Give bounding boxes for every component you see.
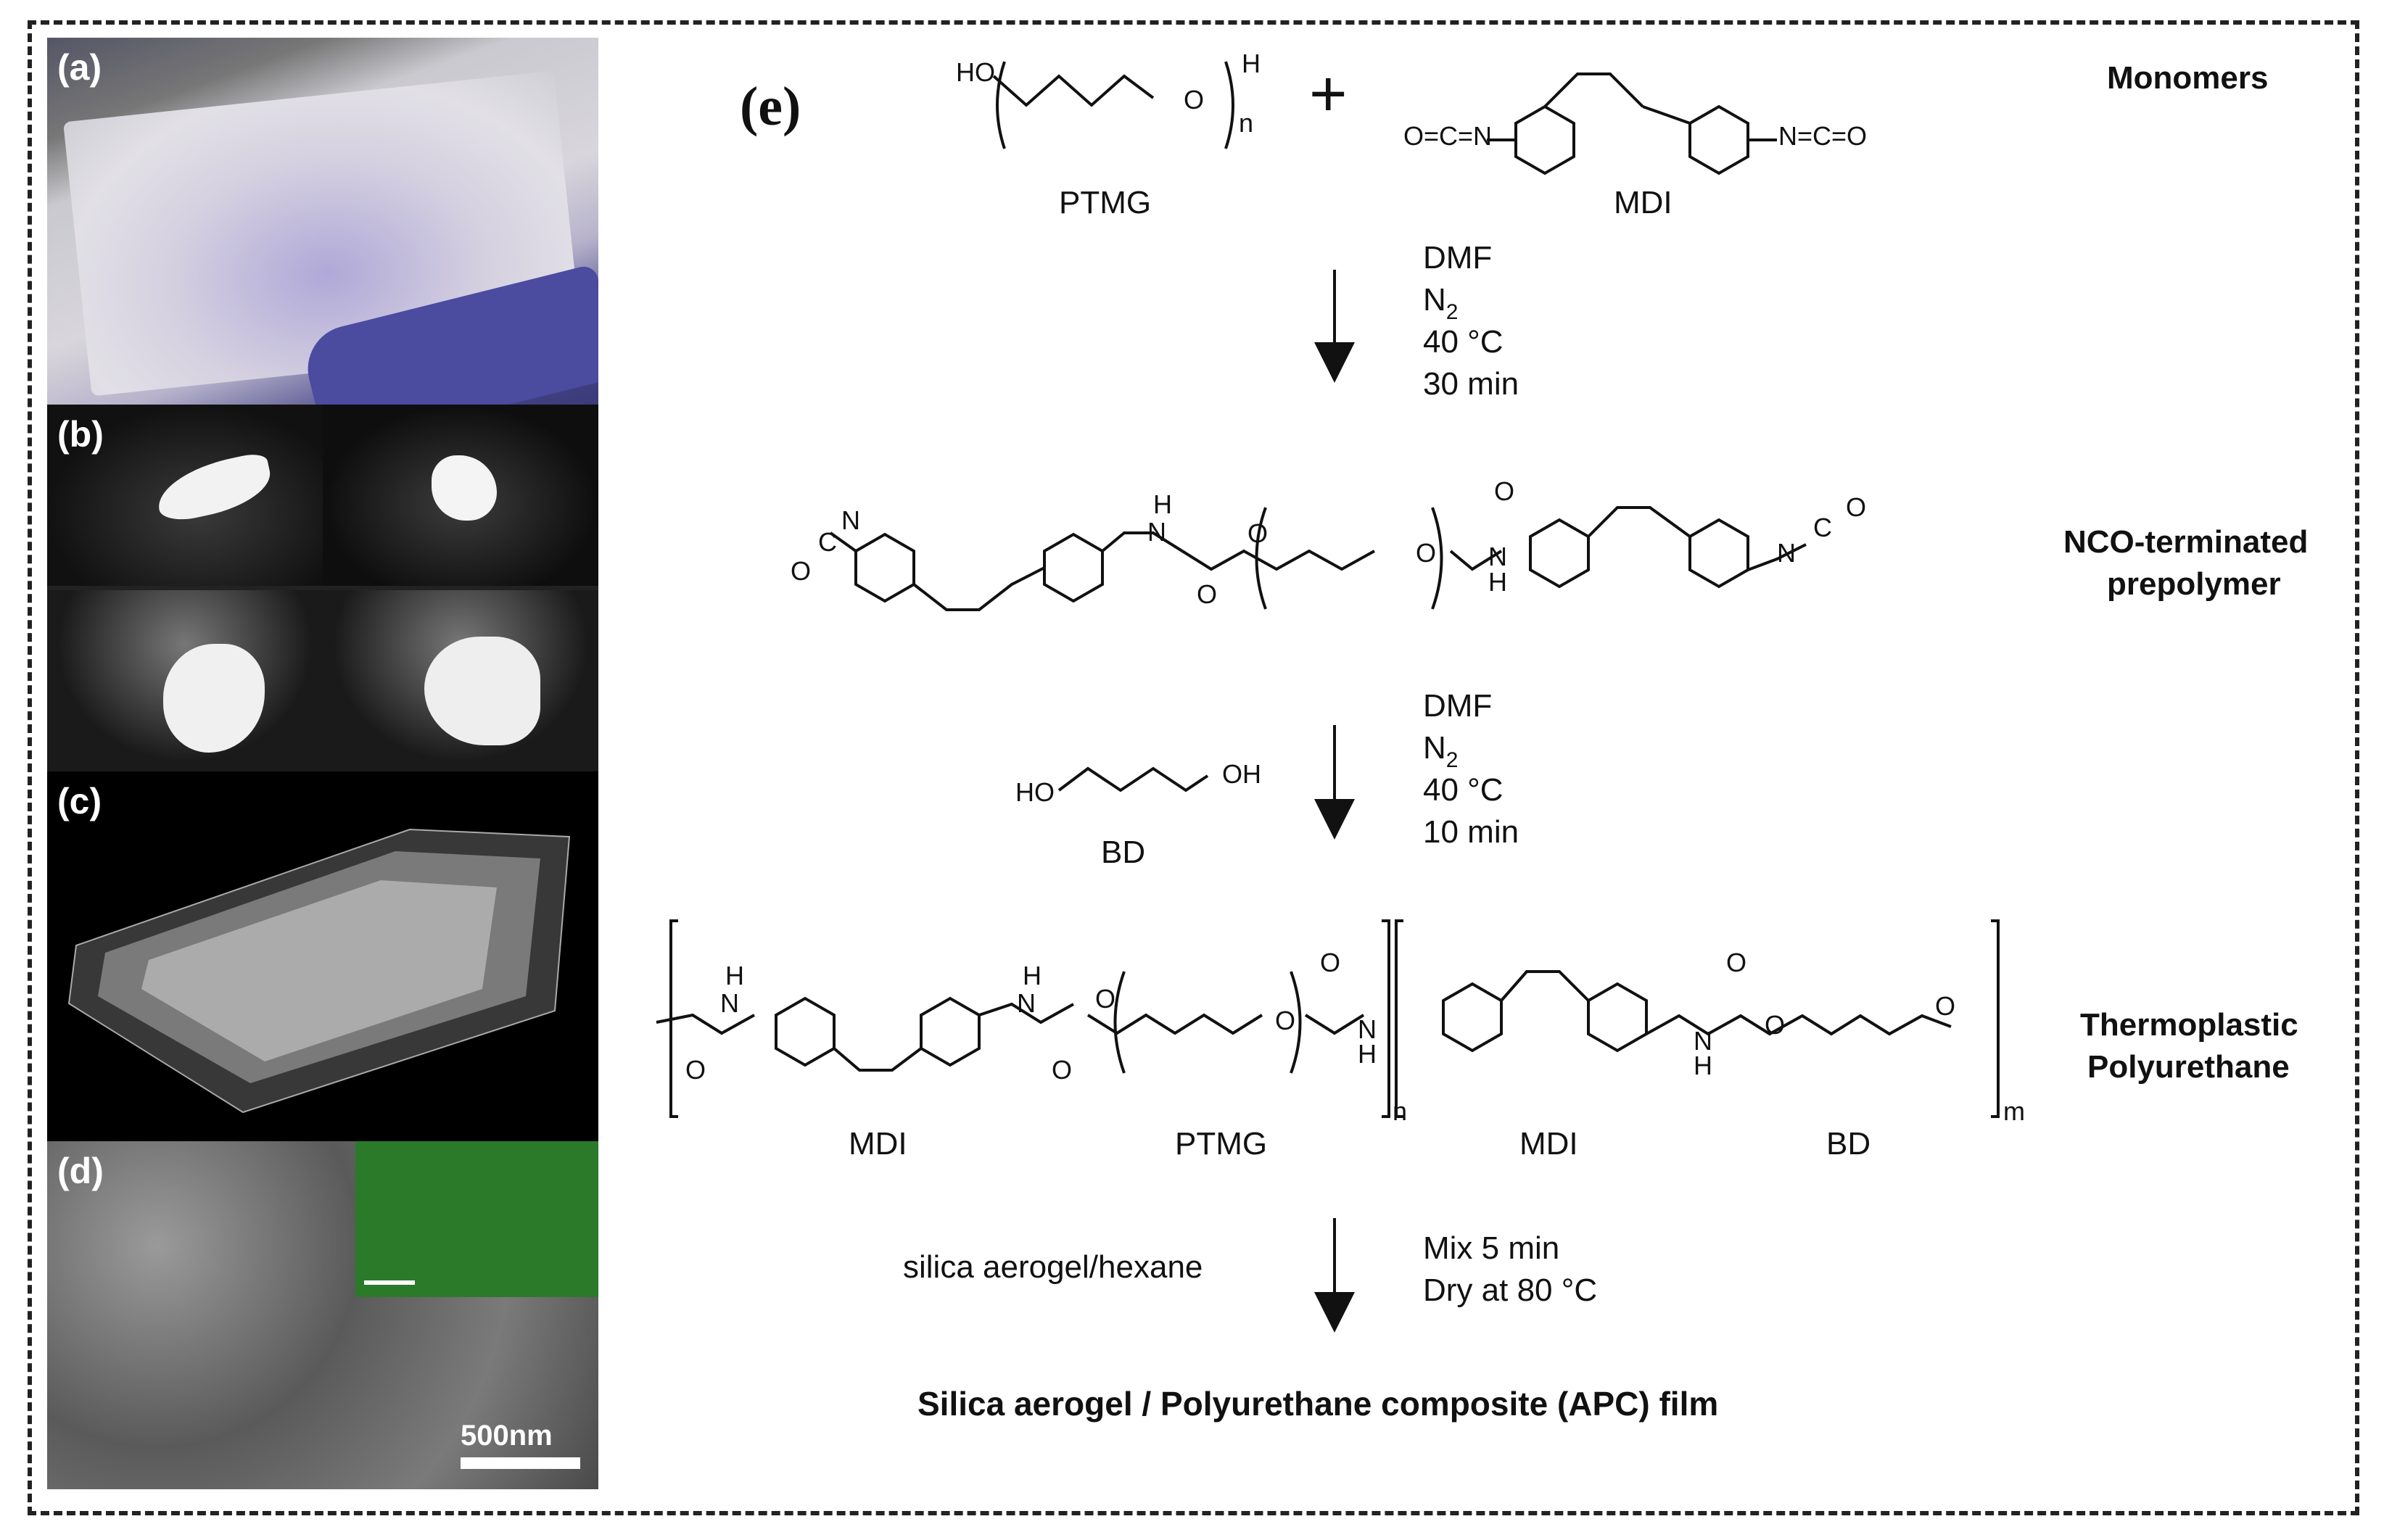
- prepolymer-right-o: O: [1846, 492, 1866, 522]
- prepolymer-left-c: C: [818, 527, 837, 557]
- step2-time: 10 min: [1423, 814, 1519, 850]
- prepolymer-o1: O: [1197, 579, 1217, 609]
- monomers-section-label: Monomers: [2107, 60, 2268, 96]
- tpu-seg-ptmg: PTMG: [1175, 1126, 1267, 1162]
- photo-panel-a: (a): [47, 38, 598, 405]
- sample-piece-4: [424, 637, 540, 745]
- ptmg-n: n: [1239, 108, 1253, 138]
- mdi-right-nco: N=C=O: [1778, 121, 1867, 151]
- mdi-label: MDI: [1614, 185, 1672, 220]
- step1-solvent: DMF: [1423, 240, 1492, 276]
- step3-dry: Dry at 80 °C: [1423, 1272, 1597, 1308]
- ptmg-o: O: [1184, 85, 1204, 115]
- step1-temp: 40 °C: [1423, 324, 1504, 360]
- sample-piece-3: [163, 644, 265, 753]
- dashed-frame: [28, 20, 2359, 1515]
- tpu-seg-mdi-1: MDI: [849, 1126, 907, 1162]
- mdi-left-nco: O=C=N: [1403, 121, 1492, 151]
- panel-label-a: (a): [57, 47, 102, 88]
- prepolymer-structure: [829, 506, 1807, 611]
- bd-oh: OH: [1222, 759, 1261, 789]
- tpu-h-c: H: [1358, 1039, 1377, 1069]
- tpu-n-a: N: [720, 988, 739, 1018]
- tomography-render: [67, 828, 571, 1114]
- step1-gas: N2: [1423, 282, 1458, 324]
- panel-label-e: (e): [740, 76, 801, 137]
- tpu-o-c: O: [1095, 984, 1115, 1014]
- photo-panel-d: 500nm (d): [47, 1141, 598, 1489]
- step2-gas: N2: [1423, 730, 1458, 772]
- prepolymer-right-c: C: [1813, 513, 1832, 542]
- ptmg-h: H: [1242, 49, 1261, 78]
- tpu-o-d: O: [1275, 1006, 1295, 1035]
- prepolymer-nh-h1: H: [1153, 489, 1172, 519]
- tpu-sub-n: n: [1393, 1096, 1407, 1126]
- bd-structure: [1057, 766, 1209, 792]
- tpu-o-e: O: [1320, 948, 1340, 977]
- prepolymer-nh-n2: N: [1488, 542, 1507, 571]
- tpu-h-d: H: [1694, 1051, 1712, 1080]
- step3-mix: Mix 5 min: [1423, 1230, 1559, 1266]
- tpu-o-b: O: [1052, 1055, 1072, 1085]
- tpu-n-d: N: [1694, 1026, 1712, 1056]
- tpu-seg-mdi-2: MDI: [1519, 1126, 1578, 1162]
- mdi-structure: [1487, 73, 1777, 175]
- tpu-o-a: O: [685, 1055, 706, 1085]
- tpu-o-h: O: [1935, 991, 1955, 1021]
- step2-temp: 40 °C: [1423, 772, 1504, 808]
- prepolymer-o3: O: [1416, 538, 1436, 568]
- tpu-h-b: H: [1023, 961, 1042, 990]
- ptmg-structure: [992, 61, 1234, 149]
- prepolymer-label-line1: NCO-terminated: [2063, 524, 2308, 560]
- plus-sign: +: [1309, 58, 1348, 131]
- photo-panel-b: (b): [47, 405, 598, 771]
- tpu-o-g: O: [1765, 1010, 1785, 1040]
- inset-scale-bar: [364, 1280, 415, 1285]
- tpu-structure: [656, 919, 2000, 1118]
- tpu-h-a: H: [725, 961, 744, 990]
- tpu-n-b: N: [1017, 988, 1036, 1018]
- prepolymer-left-n: N: [841, 505, 860, 535]
- prepolymer-nh-n1: N: [1147, 517, 1166, 547]
- eds-map-inset: [355, 1141, 598, 1297]
- prepolymer-left-o: O: [791, 556, 811, 586]
- panel-label-b: (b): [57, 414, 104, 455]
- scale-bar-label: 500nm: [461, 1420, 553, 1452]
- scale-bar: [461, 1457, 580, 1469]
- bd-ho: HO: [1015, 777, 1055, 807]
- panel-label-c: (c): [57, 781, 102, 821]
- tpu-n-c: N: [1358, 1014, 1377, 1044]
- tpu-sub-m: m: [2003, 1096, 2025, 1126]
- prepolymer-label-line2: prepolymer: [2107, 566, 2281, 602]
- final-product-label: Silica aerogel / Polyurethane composite …: [917, 1385, 1718, 1423]
- tpu-seg-bd: BD: [1826, 1126, 1871, 1162]
- panel-label-d: (d): [57, 1151, 104, 1191]
- photo-panel-c: (c): [47, 771, 598, 1141]
- tpu-o-f: O: [1726, 948, 1746, 977]
- ptmg-ho: HO: [956, 57, 995, 87]
- tpu-label-line1: Thermoplastic: [2080, 1007, 2298, 1043]
- prepolymer-o2: O: [1247, 518, 1268, 548]
- bd-label: BD: [1101, 835, 1145, 870]
- tpu-label-line2: Polyurethane: [2087, 1049, 2290, 1085]
- prepolymer-o4: O: [1494, 476, 1514, 506]
- sample-piece-2: [432, 455, 497, 521]
- divider-line: [47, 586, 598, 590]
- step2-solvent: DMF: [1423, 688, 1492, 724]
- step1-time: 30 min: [1423, 366, 1519, 402]
- prepolymer-right-n: N: [1777, 538, 1796, 568]
- step3-reagent: silica aerogel/hexane: [903, 1249, 1203, 1285]
- ptmg-label: PTMG: [1059, 185, 1151, 220]
- prepolymer-nh-h2: H: [1488, 567, 1507, 597]
